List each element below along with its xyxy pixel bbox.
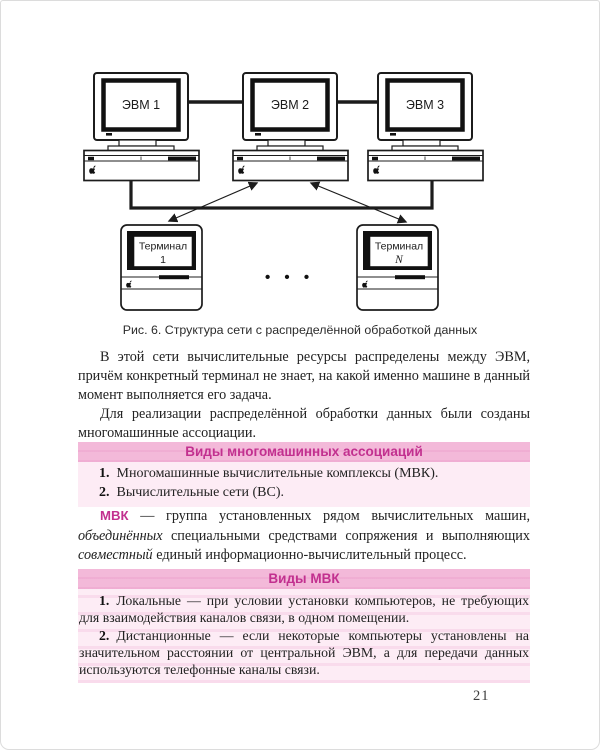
system-unit [367, 149, 484, 182]
power-led [390, 133, 396, 136]
unit-drive-slot [168, 156, 196, 161]
page-number: 21 [473, 688, 490, 704]
list-item: 2.Дистанционные — если некоторые компьют… [79, 627, 529, 679]
terminal-label-line1: Терминал [139, 241, 187, 253]
power-led [106, 133, 112, 136]
terminal-label-line2: N [394, 254, 404, 266]
list-item: 1.Локальные — при условии установки комп… [79, 592, 529, 627]
stand-neck [118, 139, 157, 147]
definition-text: — группа установленных рядом вычислитель… [128, 508, 530, 524]
list-item-number: 2. [99, 484, 110, 500]
infobox-associations-body: 1. Многомашинные вычислительные комплексы… [78, 462, 530, 507]
terminal-screen [132, 235, 194, 268]
unit-vent [88, 156, 94, 161]
unit-drive-slot [317, 156, 345, 161]
list-item-text: Вычислительные сети (ВС). [116, 484, 285, 500]
stand-neck [267, 139, 306, 147]
list-item-number: 2. [99, 627, 110, 643]
computer-label: ЭВМ 1 [122, 98, 160, 112]
data-flow-arrow-left [167, 181, 259, 223]
terminal-1: Терминал 1 [120, 224, 203, 311]
unit-vent [237, 156, 243, 161]
list-item: 2. Вычислительные сети (ВС). [79, 484, 529, 503]
data-flow-arrow-right [309, 181, 408, 224]
terminal-drive-slot [395, 275, 425, 280]
terminal-screen [368, 235, 430, 268]
computer-label: ЭВМ 3 [406, 98, 444, 112]
bus-line [129, 180, 434, 210]
infobox-associations-title: Виды многомашинных ассоциаций [78, 442, 530, 462]
monitor-screen [385, 78, 465, 132]
unit-vent [372, 156, 378, 161]
definition-emphasis: совместный [78, 547, 153, 563]
definition-mvk: МВК — группа установленных рядом вычисли… [78, 506, 530, 566]
list-item-number: 1. [99, 593, 110, 608]
definition-term: МВК [100, 508, 129, 523]
infobox-mvk-title: Виды МВК [78, 569, 530, 589]
infobox-mvk-types: Виды МВК 1.Локальные — при условии устан… [78, 569, 530, 684]
definition-emphasis: объединённых [78, 527, 163, 544]
terminal-label-line2: 1 [160, 254, 166, 266]
terminal-drive-slot [159, 275, 189, 280]
computer-evm-3: ЭВМ 3 [367, 72, 484, 182]
infobox-mvk-body: 1.Локальные — при условии установки комп… [78, 589, 530, 684]
computer-label: ЭВМ 2 [271, 98, 309, 112]
terminal-n: Терминал N [356, 224, 439, 311]
terminal-label-line1: Терминал [375, 241, 423, 253]
ellipsis-dots: • • • [265, 269, 314, 286]
system-unit [83, 149, 200, 182]
figure-caption: Рис. 6. Структура сети с распределённой … [122, 323, 478, 337]
system-unit [232, 149, 349, 182]
monitor-screen [250, 78, 330, 132]
monitor-screen [101, 78, 181, 132]
computer-evm-1: ЭВМ 1 [83, 72, 200, 182]
paragraph-intro: В этой сети вычислительные ресурсы распр… [78, 349, 530, 403]
paragraph-assoc: Для реализации распределённой обработки … [78, 406, 530, 441]
list-item-number: 1. [99, 466, 110, 481]
power-led [255, 133, 261, 136]
list-item-text: Дистанционные — если некоторые компьютер… [79, 627, 529, 678]
stand-neck [402, 139, 441, 147]
list-item: 1. Многомашинные вычислительные комплексы… [79, 465, 529, 484]
infobox-associations: Виды многомашинных ассоциаций 1. Многомаш… [78, 442, 530, 507]
definition-text: специальными средствами сопряжения и вып… [162, 527, 530, 544]
figure-diagram: ЭВМ 1 ЭВМ 2 [83, 72, 484, 311]
unit-drive-slot [452, 156, 480, 161]
computer-evm-2: ЭВМ 2 [232, 72, 349, 182]
list-item-text: Локальные — при условии установки компью… [79, 593, 529, 626]
definition-text: единый информационно-вычислительный проц… [152, 547, 467, 563]
list-item-text: Многомашинные вычислительные комплексы (… [116, 466, 439, 481]
